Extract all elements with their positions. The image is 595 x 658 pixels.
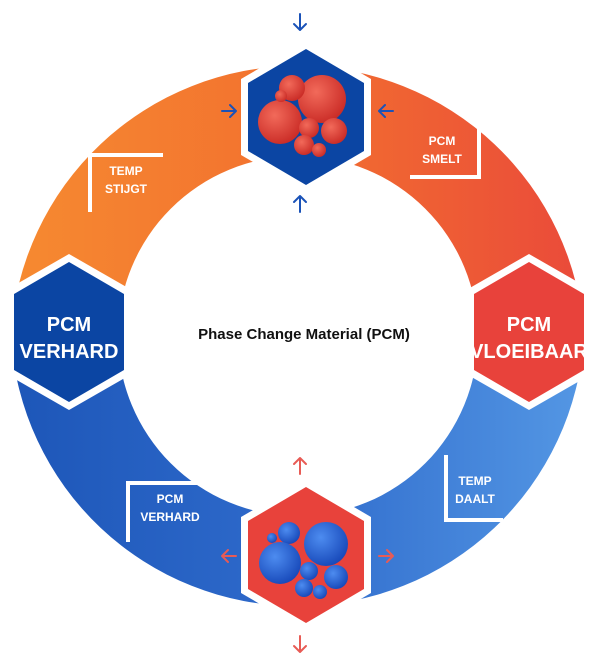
tag-pcm-verhard-line1: PCM <box>157 492 184 506</box>
outward-arrows-icon <box>221 457 394 653</box>
ring-bottom-arc <box>11 336 584 607</box>
tag-temp-daalt: TEMP DAALT <box>444 455 503 522</box>
inward-arrows-icon <box>221 13 394 213</box>
left-hexagon-line2: VERHARD <box>20 341 119 363</box>
tag-pcm-verhard: PCM VERHARD <box>126 481 208 542</box>
right-hexagon: PCM VLOEIBAAR <box>468 254 590 410</box>
right-hexagon-line2: VLOEIBAAR <box>470 341 588 363</box>
expanding-blue-molecules-icon <box>259 522 348 599</box>
left-hexagon: PCM VERHARD <box>8 254 130 410</box>
tag-temp-stijgt-line2: STIJGT <box>105 182 148 196</box>
center-title: Phase Change Material (PCM) <box>198 326 410 343</box>
tag-pcm-smelt: PCM SMELT <box>410 120 481 179</box>
tag-pcm-smelt-line2: SMELT <box>422 152 462 166</box>
compressed-red-molecules-icon <box>258 75 347 157</box>
ring-top-arc <box>11 65 584 337</box>
tag-pcm-smelt-line1: PCM <box>429 134 456 148</box>
right-hexagon-line1: PCM <box>507 314 551 336</box>
tag-pcm-verhard-line2: VERHARD <box>140 510 200 524</box>
tag-temp-daalt-line1: TEMP <box>458 474 491 488</box>
tag-temp-daalt-line2: DAALT <box>455 492 495 506</box>
left-hexagon-line1: PCM <box>47 314 91 336</box>
bottom-hexagon <box>241 479 371 631</box>
tag-temp-stijgt: TEMP STIJGT <box>88 153 163 212</box>
tag-temp-stijgt-line1: TEMP <box>109 164 142 178</box>
